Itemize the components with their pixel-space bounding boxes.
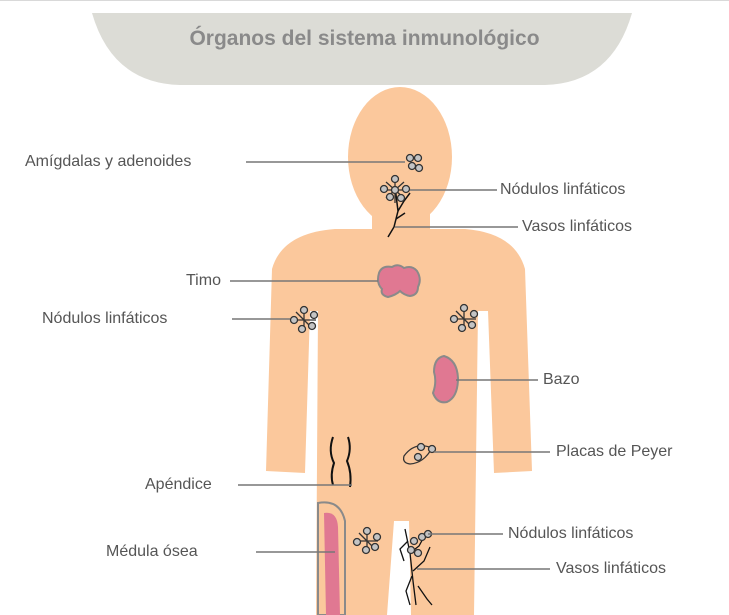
label-placas: Placas de Peyer [556, 443, 673, 460]
label-nodulos-axila: Nódulos linfáticos [42, 310, 168, 327]
vasos-cuello [387, 186, 411, 238]
label-nodulos-ingle: Nódulos linfáticos [508, 525, 634, 542]
label-apendice: Apéndice [145, 476, 212, 493]
leader-lines [230, 161, 550, 570]
apendice-organ [329, 436, 352, 488]
label-timo: Timo [186, 272, 221, 289]
nodes-axila-izq [289, 305, 319, 334]
placas-peyer [402, 442, 437, 465]
label-amigdalas: Amígdalas y adenoides [25, 153, 192, 170]
label-vasos-pierna: Vasos linfáticos [556, 560, 666, 577]
nodes-amigdalas [405, 153, 424, 173]
nodes-cuello [379, 174, 411, 203]
body-silhouette [266, 87, 532, 615]
medula-bone [317, 501, 346, 615]
label-medula: Médula ósea [106, 543, 198, 560]
timo-organ [377, 264, 421, 299]
label-bazo: Bazo [543, 371, 580, 388]
nodes-axila-der [449, 303, 479, 333]
head [348, 87, 452, 227]
label-nodulos-cuello: Nódulos linfáticos [500, 181, 626, 198]
bazo-organ [431, 354, 460, 404]
nodes-ingle-izq [352, 526, 382, 555]
label-vasos-cuello: Vasos linfáticos [522, 218, 632, 235]
title-banner [92, 13, 632, 85]
diagram-title: Órganos del sistema inmunológico [189, 27, 540, 50]
